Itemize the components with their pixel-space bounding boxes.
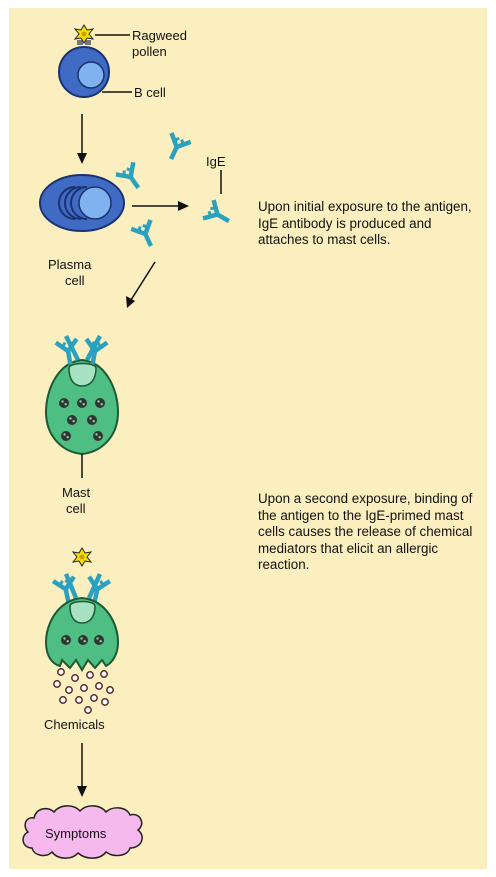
mast-cell-icon <box>46 336 118 454</box>
arrow-to-symptoms <box>77 743 87 797</box>
label-plasma: Plasma <box>48 257 92 272</box>
degranulating-mast-cell-icon <box>46 548 118 670</box>
released-chemicals-icon <box>54 669 113 713</box>
label-chemicals: Chemicals <box>44 717 105 732</box>
plasma-cell-icon <box>40 175 124 231</box>
label-mast-cell: cell <box>66 501 86 516</box>
label-ragweed: Ragweed <box>132 28 187 43</box>
ige-antibodies-icon <box>118 135 231 248</box>
label-b-cell: B cell <box>134 85 166 100</box>
ragweed-pollen-icon <box>75 25 93 45</box>
label-symptoms: Symptoms <box>45 826 107 841</box>
description-first-exposure: Upon initial exposure to the antigen, Ig… <box>258 199 472 249</box>
arrow-to-plasma-cell <box>77 114 87 164</box>
label-pollen: pollen <box>132 44 167 59</box>
arrow-to-mast-cell <box>126 262 155 308</box>
label-plasma-cell: cell <box>65 273 85 288</box>
label-ige: IgE <box>206 154 226 169</box>
b-cell-icon <box>59 47 109 97</box>
label-mast: Mast <box>62 485 91 500</box>
description-second-exposure: Upon a second exposure, binding of the a… <box>258 491 490 574</box>
arrow-to-antibodies <box>132 201 189 211</box>
